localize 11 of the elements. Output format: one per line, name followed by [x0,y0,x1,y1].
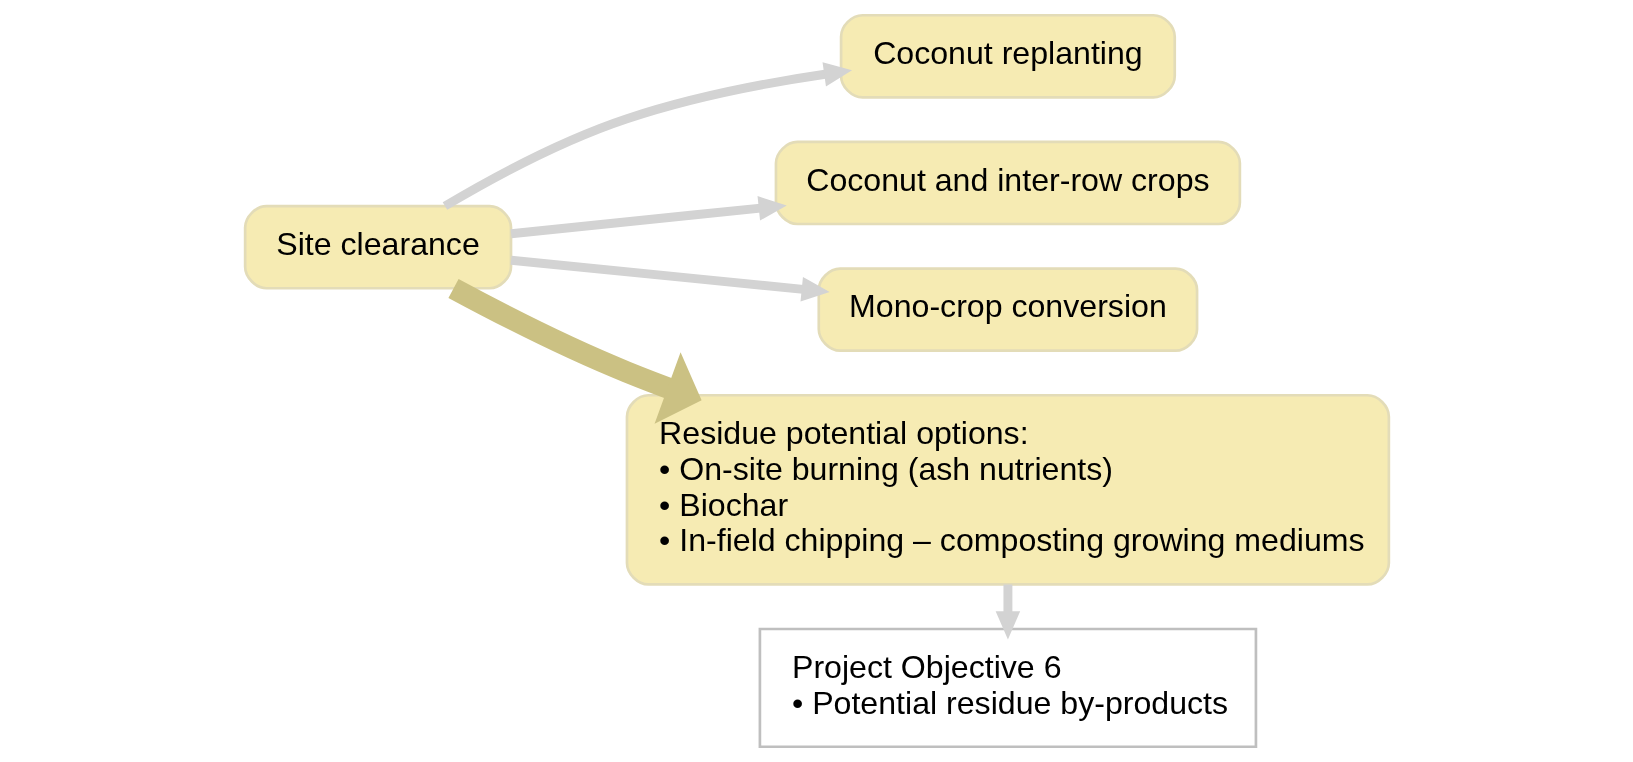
node-box: Coconut replanting [839,13,1176,99]
node-box: Site clearance [243,204,512,290]
node-box: Project Objective 6 • Potential residue by-products [758,627,1257,749]
arrow [510,255,830,302]
node-box: Coconut and inter-row crops [774,140,1241,226]
node-box: Mono-crop conversion [816,267,1198,352]
arrow [442,62,852,210]
node-box: Residue potential options: • On-site burning (ash nutrients) • Biochar • In-field chipping – composting growing mediums [625,393,1390,586]
arrow [995,584,1020,640]
arrow [447,279,702,424]
arrow [510,196,787,239]
